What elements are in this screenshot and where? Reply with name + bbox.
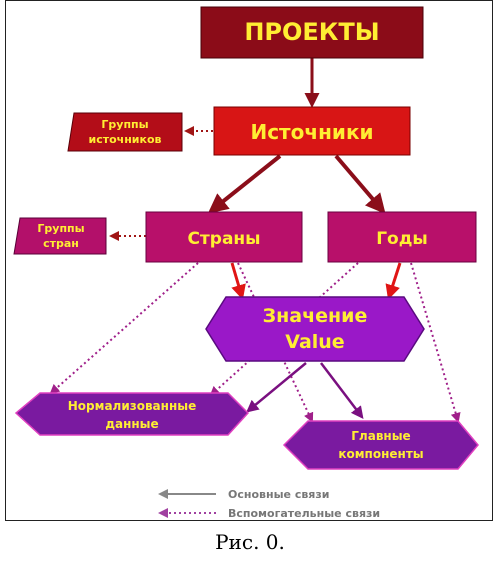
aux-link-countries-to-principal — [237, 262, 314, 423]
main-links — [207, 58, 402, 419]
auxiliary-links — [49, 126, 461, 423]
node-normalized-line1: Нормализованные — [68, 399, 196, 413]
node-country-groups: Группы стран — [13, 217, 107, 255]
node-country-groups-line2: стран — [43, 237, 79, 250]
node-principal-line2: компоненты — [338, 447, 423, 461]
node-value-line1: Значение — [263, 305, 368, 327]
node-projects: ПРОЕКТЫ — [200, 6, 424, 59]
legend: Основные связи Вспомогательные связи — [158, 488, 380, 520]
diagram-canvas: ПРОЕКТЫ Источники Группы источников Стра… — [13, 6, 479, 520]
aux-link-years-to-principal — [410, 262, 461, 423]
node-source-groups-line1: Группы — [101, 118, 148, 131]
node-years-label: Годы — [376, 229, 428, 249]
diagram-frame: ПРОЕКТЫ Источники Группы источников Стра… — [5, 0, 493, 521]
node-source-groups-line2: источников — [88, 133, 161, 146]
main-link-countries-to-value — [230, 262, 246, 300]
figure-caption: Рис. 0. — [215, 530, 285, 554]
node-sources-label: Источники — [250, 120, 373, 144]
node-normalized: Нормализованные данные — [14, 392, 250, 436]
main-link-sources-to-years — [334, 154, 386, 215]
legend-main-label: Основные связи — [228, 488, 329, 501]
main-link-years-to-value — [385, 262, 402, 300]
node-principal-line1: Главные — [351, 429, 410, 443]
main-link-value-to-normalized — [246, 362, 307, 413]
node-sources: Источники — [213, 106, 411, 156]
legend-auxiliary-label: Вспомогательные связи — [228, 507, 380, 520]
node-countries: Страны — [145, 211, 303, 263]
node-countries-label: Страны — [187, 229, 260, 249]
main-link-value-to-principal — [320, 362, 364, 419]
node-value: Значение Value — [205, 296, 425, 362]
node-years: Годы — [327, 211, 477, 263]
main-link-sources-to-countries — [207, 154, 282, 214]
node-normalized-line2: данные — [105, 417, 158, 431]
node-country-groups-line1: Группы — [37, 222, 84, 235]
node-principal: Главные компоненты — [282, 420, 479, 470]
node-source-groups: Группы источников — [67, 112, 183, 152]
node-projects-label: ПРОЕКТЫ — [244, 18, 379, 46]
aux-link-countries-to-normalized — [49, 262, 199, 395]
node-value-line2: Value — [285, 331, 344, 353]
